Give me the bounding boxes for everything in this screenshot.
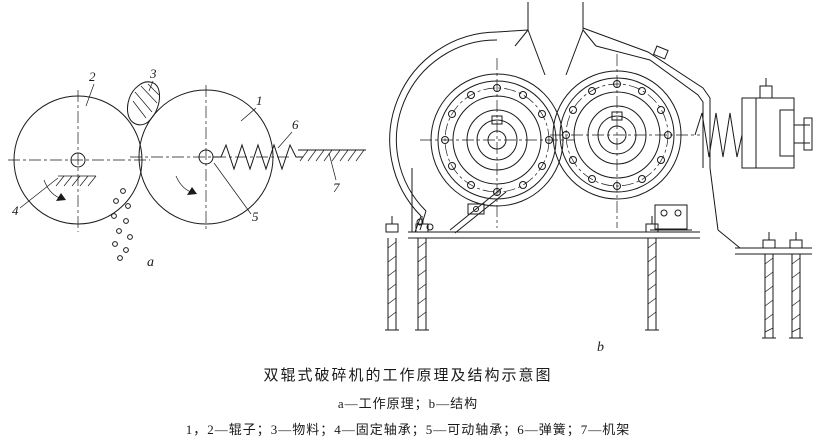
spring-and-adjuster — [694, 78, 813, 169]
part-label-5: 5 — [252, 209, 259, 224]
material-blob — [127, 81, 160, 126]
technical-figure-svg: 2 3 1 6 7 4 5 a — [8, 2, 813, 355]
part-label-6: 6 — [292, 117, 299, 132]
roller-right — [130, 85, 290, 230]
frame-base — [408, 167, 812, 255]
part-label-3: 3 — [149, 66, 157, 81]
feed-hopper — [514, 2, 597, 76]
part-label-7: 7 — [333, 180, 340, 195]
part-label-4: 4 — [12, 203, 19, 218]
housing-arc — [389, 29, 529, 233]
diagram-a: 2 3 1 6 7 4 5 a — [8, 66, 366, 270]
part-label-2: 2 — [89, 69, 96, 84]
roller-assembly-left — [420, 58, 575, 228]
figure-parts-list: 1，2—辊子；3—物料；4—固定轴承；5—可动轴承；6—弹簧；7—机架 — [185, 422, 631, 437]
diagram-b: b — [385, 2, 813, 355]
part-label-1: 1 — [256, 93, 263, 108]
leader-lines — [19, 80, 337, 215]
ground-hatch — [298, 149, 366, 162]
casing-right — [582, 27, 711, 168]
rotation-arrow-right — [175, 175, 197, 195]
spring-symbol — [213, 143, 303, 171]
figure-caption: 双辊式破碎机的工作原理及结构示意图 a—工作原理；b—结构 1，2—辊子；3—物… — [0, 364, 816, 438]
support-legs — [385, 216, 803, 339]
figure-title: 双辊式破碎机的工作原理及结构示意图 — [263, 368, 553, 384]
roller-left — [8, 90, 150, 232]
roller-assembly-right — [550, 54, 700, 228]
diagram-b-label: b — [597, 340, 604, 355]
crushed-particles — [111, 188, 133, 261]
rotation-arrow-left — [43, 179, 66, 201]
fixed-bearing-symbol — [55, 175, 97, 187]
diagram-a-label: a — [147, 255, 154, 270]
figure-subcaption: a—工作原理；b—结构 — [337, 396, 479, 411]
